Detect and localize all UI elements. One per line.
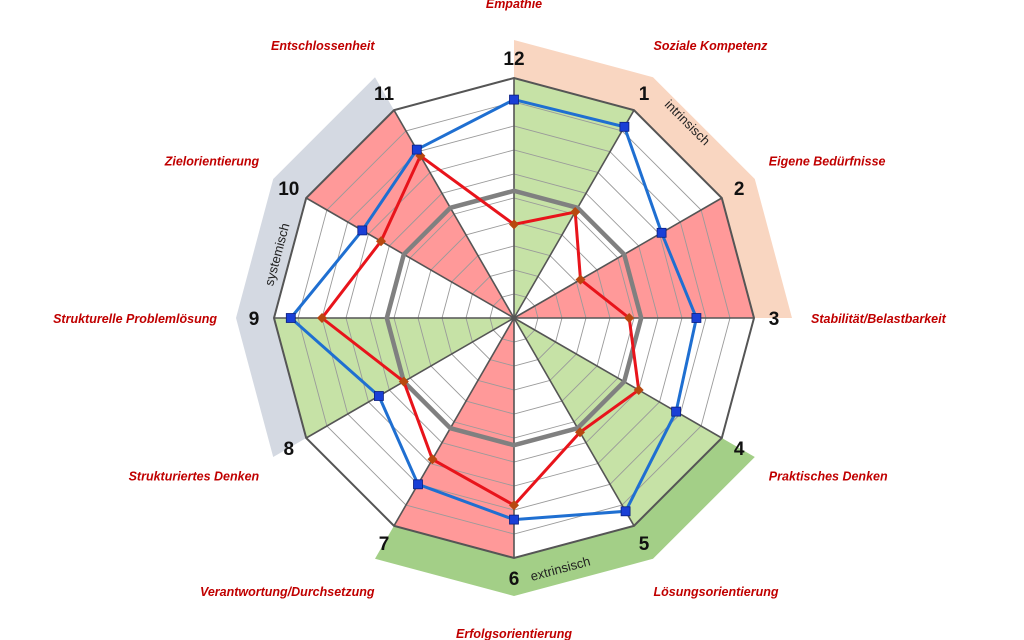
axis-label-1: Soziale Kompetenz (654, 39, 769, 53)
series-2-point-8 (398, 376, 409, 387)
series-1-point-7 (413, 479, 423, 490)
series-2-point-10 (376, 236, 386, 247)
sector-fill-5 (274, 318, 514, 438)
axis-number-6: 6 (509, 569, 520, 590)
axis-label-7: Verantwortung/Durchsetzung (200, 585, 375, 599)
axis-number-11: 11 (374, 84, 395, 105)
group-band-1 (514, 40, 792, 318)
series-2-point-12 (509, 219, 519, 230)
series-line-3 (384, 188, 644, 448)
series-1-point-9 (285, 313, 296, 323)
axis-number-2: 2 (734, 179, 745, 200)
spoke-2 (513, 197, 723, 319)
axis-number-12: 12 (503, 49, 524, 70)
axis-label-8: Strukturiertes Denken (129, 470, 260, 484)
sector-fill-2 (514, 198, 754, 318)
axis-label-3: Stabilität/Belastbarkeit (811, 312, 947, 326)
spoke-5 (513, 317, 635, 527)
axis-number-3: 3 (769, 309, 780, 330)
sector-fill-3 (514, 318, 722, 526)
sector-fill-6 (306, 110, 514, 318)
series-2-point-2 (575, 274, 586, 285)
series-1-point-2 (656, 227, 667, 238)
series-1-point-12 (509, 94, 519, 105)
axis-number-5: 5 (639, 534, 650, 555)
series-2-point-9 (317, 313, 327, 323)
axis-label-11: Entschlossenheit (271, 39, 375, 53)
axis-number-1: 1 (639, 84, 650, 105)
series-1-point-3 (691, 313, 702, 323)
series-2-point-7 (427, 454, 438, 465)
series-2-point-1 (570, 207, 581, 217)
series-1-point-8 (373, 391, 384, 401)
series-1-point-6 (509, 514, 519, 525)
series-1-point-11 (411, 144, 422, 155)
axis-label-9: Strukturelle Problemlösung (53, 312, 217, 326)
spoke-4 (513, 317, 723, 439)
group-band-2 (375, 438, 755, 596)
axis-label-2: Eigene Bedürfnisse (769, 155, 886, 169)
series-1-point-10 (357, 225, 368, 236)
axis-number-4: 4 (734, 439, 745, 460)
axis-number-9: 9 (249, 309, 260, 330)
axis-number-8: 8 (284, 439, 295, 460)
axis-number-10: 10 (278, 179, 299, 200)
series-1-point-1 (619, 121, 630, 132)
sector-fill-4 (394, 318, 514, 558)
group-band-3 (236, 77, 394, 457)
spoke-10 (305, 197, 515, 319)
axis-label-12: Empathie (486, 0, 542, 11)
axis-label-10: Zielorientierung (164, 155, 260, 169)
series-2-point-5 (575, 427, 585, 438)
axis-label-5: Lösungsorientierung (654, 585, 779, 599)
series-1-point-4 (671, 406, 681, 417)
axis-label-6: Erfolgsorientierung (456, 627, 572, 640)
spoke-7 (393, 317, 515, 527)
series-2-point-3 (624, 313, 635, 323)
series-1-point-5 (620, 506, 631, 517)
series-2-point-4 (633, 385, 644, 395)
series-2-point-6 (509, 500, 519, 511)
sector-fill-1 (514, 78, 634, 318)
spoke-8 (305, 317, 515, 439)
axis-number-7: 7 (379, 534, 390, 555)
axis-label-4: Praktisches Denken (769, 470, 888, 484)
